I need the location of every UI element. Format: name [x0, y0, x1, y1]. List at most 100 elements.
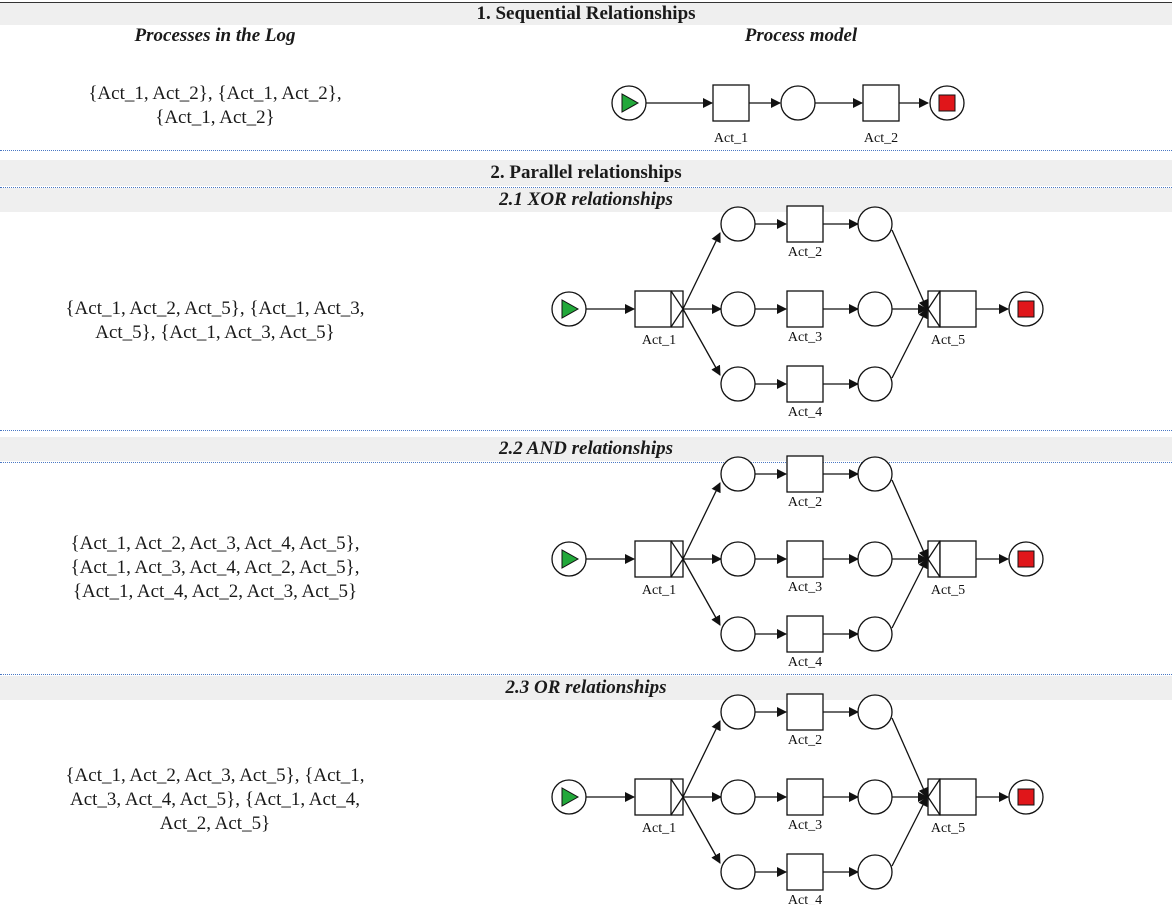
split-gateway [670, 778, 684, 816]
transition-act-2 [786, 693, 824, 731]
place [857, 779, 893, 815]
log-line: {Act_1, Act_2} [155, 107, 275, 128]
section-xor-title: 2.1 XOR relationships [0, 188, 1172, 212]
stop-icon [1017, 300, 1035, 318]
transition-label: Act_4 [788, 655, 822, 670]
transition-label: Act_1 [642, 821, 676, 836]
place [720, 541, 756, 577]
transition-act-1 [634, 290, 672, 328]
place [720, 779, 756, 815]
place [857, 366, 893, 402]
row-divider [0, 430, 1172, 431]
transition-act-4 [786, 615, 824, 653]
section-and-title: 2.2 AND relationships [0, 437, 1172, 461]
log-line: {Act_1, Act_2}, {Act_1, Act_2}, [88, 83, 342, 104]
transition-label: Act_1 [642, 583, 676, 598]
start-icon [561, 299, 580, 319]
transition-act-3 [786, 540, 824, 578]
transition-act-2 [786, 205, 824, 243]
log-cell-sequential: {Act_1, Act_2}, {Act_1, Act_2}, {Act_1, … [0, 62, 430, 150]
transition-act-3 [786, 778, 824, 816]
arc [682, 796, 721, 864]
section-title-text: 2.2 AND relationships [498, 438, 674, 459]
start-icon [561, 549, 580, 569]
section-title-text: 2. Parallel relationships [490, 162, 682, 183]
place [720, 456, 756, 492]
arc [682, 308, 721, 376]
log-line: {Act_1, Act_2, Act_3, Act_5}, {Act_1, [65, 765, 365, 786]
section-title-text: 2.3 OR relationships [505, 677, 667, 698]
transition-label: Act_4 [788, 893, 822, 905]
transition-act-3 [786, 290, 824, 328]
log-line: Act_3, Act_4, Act_5}, {Act_1, Act_4, [69, 789, 360, 810]
arc [682, 482, 721, 560]
join-gateway [927, 778, 941, 816]
row-divider [0, 150, 1172, 151]
arc [682, 232, 721, 310]
split-gateway [670, 290, 684, 328]
transition-label: Act_5 [931, 333, 965, 348]
start-icon [561, 787, 580, 807]
log-line: Act_2, Act_5} [159, 813, 271, 834]
transition-label: Act_1 [714, 131, 748, 146]
transition-act-4 [786, 365, 824, 403]
place [857, 291, 893, 327]
row-divider [0, 462, 1172, 463]
transition-label: Act_5 [931, 821, 965, 836]
transition-act-4 [786, 853, 824, 891]
place [720, 616, 756, 652]
transition-act-1 [634, 540, 672, 578]
split-gateway [670, 540, 684, 578]
transition-act-5 [939, 540, 977, 578]
join-gateway [927, 290, 941, 328]
transition-label: Act_2 [788, 245, 822, 260]
transition-act-5 [939, 290, 977, 328]
column-header-model: Process model [744, 25, 858, 46]
section-parallel-title: 2. Parallel relationships [0, 160, 1172, 186]
log-cell-xor: {Act_1, Act_2, Act_5}, {Act_1, Act_3, Ac… [0, 212, 430, 430]
arc [682, 558, 721, 626]
place [720, 694, 756, 730]
row-divider [0, 674, 1172, 675]
arc [891, 558, 928, 629]
transition-label: Act_5 [931, 583, 965, 598]
log-line: {Act_1, Act_4, Act_2, Act_3, Act_5} [72, 581, 358, 602]
transition-act-1 [634, 778, 672, 816]
place [857, 694, 893, 730]
arc [682, 720, 721, 798]
section-title-text: 1. Sequential Relationships [476, 3, 696, 24]
place [857, 616, 893, 652]
place [720, 291, 756, 327]
log-line: {Act_1, Act_3, Act_4, Act_2, Act_5}, [70, 557, 360, 578]
place [857, 456, 893, 492]
transition-label: Act_2 [864, 131, 898, 146]
start-icon [621, 93, 640, 113]
place [857, 541, 893, 577]
transition-act-5 [939, 778, 977, 816]
transition-label: Act_3 [788, 330, 822, 345]
log-cell-or: {Act_1, Act_2, Act_3, Act_5}, {Act_1, Ac… [0, 700, 430, 900]
section-or-title: 2.3 OR relationships [0, 676, 1172, 700]
arc [891, 308, 928, 379]
log-cell-and: {Act_1, Act_2, Act_3, Act_4, Act_5}, {Ac… [0, 462, 430, 674]
transition-act-1 [712, 84, 750, 122]
stop-icon [938, 94, 956, 112]
column-header-log: Processes in the Log [134, 25, 296, 46]
arc [891, 479, 928, 560]
join-gateway [927, 540, 941, 578]
arc [891, 717, 928, 798]
place [720, 366, 756, 402]
row-divider [0, 187, 1172, 188]
transition-act-2 [786, 455, 824, 493]
stop-icon [1017, 550, 1035, 568]
place [720, 854, 756, 890]
place [857, 854, 893, 890]
stop-icon [1017, 788, 1035, 806]
arc [891, 796, 928, 867]
transition-label: Act_1 [642, 333, 676, 348]
transition-act-2 [862, 84, 900, 122]
transition-label: Act_3 [788, 580, 822, 595]
